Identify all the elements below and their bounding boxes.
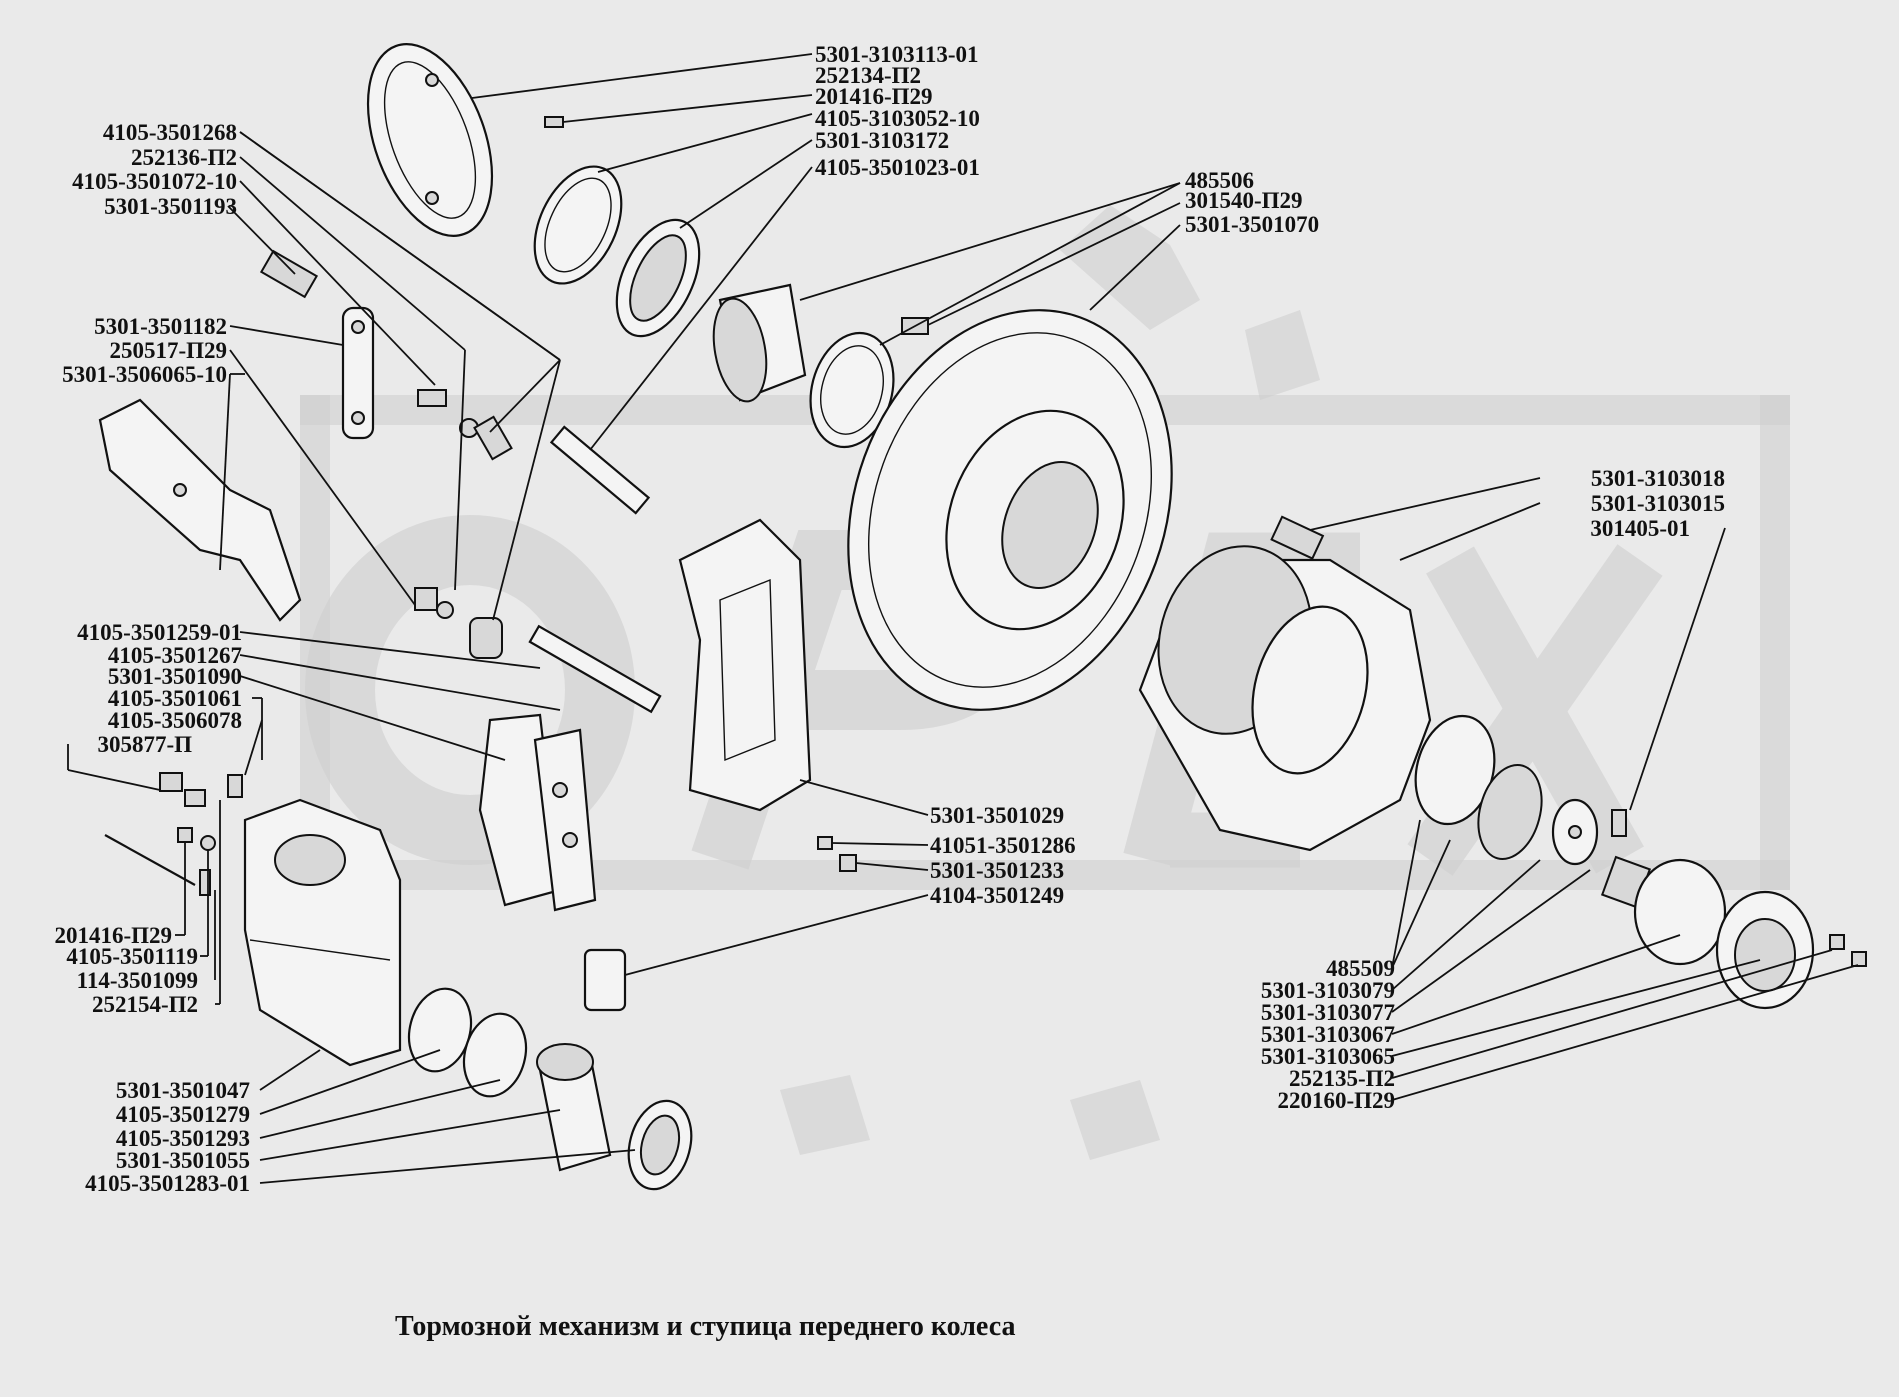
hub-bolt — [1270, 515, 1325, 560]
guide-pin — [549, 425, 651, 515]
outer-bearing — [1477, 763, 1543, 861]
small-bolt-top — [544, 116, 564, 128]
part-label: 201416-П29 — [54, 923, 172, 948]
part-label: 220160-П29 — [1277, 1088, 1395, 1113]
part-label: 4105-3501119 — [66, 944, 198, 969]
part-label: 4105-3501267 — [108, 643, 242, 668]
nut-left — [414, 587, 454, 619]
brake-pads — [478, 713, 597, 912]
wheel-hub — [1138, 545, 1432, 852]
part-label: 4105-3501072-10 — [72, 169, 237, 194]
part-label: 201416-П29 — [815, 84, 933, 109]
part-label: 4105-3501268 — [103, 120, 237, 145]
part-label: 252136-П2 — [131, 145, 237, 170]
part-label: 5301-3103065 — [1261, 1044, 1395, 1069]
part-label: 41051-3501286 — [930, 833, 1076, 858]
part-label: 5301-3103077 — [1261, 1000, 1395, 1025]
lock-plate — [341, 306, 375, 440]
seal-ring — [533, 165, 623, 285]
bearing-race — [809, 331, 895, 449]
part-label: 252154-П2 — [92, 992, 198, 1017]
part-label: 5301-3501055 — [116, 1148, 250, 1173]
sleeve — [583, 948, 627, 1012]
dust-boot-top — [473, 415, 513, 461]
dust-boot-bottom — [469, 617, 503, 659]
hub-cap — [1715, 890, 1815, 1010]
mounting-bracket — [98, 398, 302, 622]
part-label: 5301-3506065-10 — [62, 362, 227, 387]
guide-pin-long — [528, 624, 662, 714]
parts — [98, 43, 1867, 1191]
part-label: 252135-П2 — [1289, 1066, 1395, 1091]
guide-bolt-top — [259, 249, 319, 299]
diagram-caption: Тормозной механизм и ступица переднего к… — [395, 1311, 1015, 1342]
part-label: 4105-3501283-01 — [85, 1171, 250, 1196]
part-label: 5301-3103018 — [1591, 466, 1725, 491]
part-labels: 5301-3103113-01 252134-П2 201416-П29 410… — [54, 42, 1725, 1196]
rod-bolt — [104, 834, 196, 886]
part-label: 5301-3501182 — [94, 314, 227, 339]
part-label: 5301-3103079 — [1261, 978, 1395, 1003]
part-label: 4105-3103052-10 — [815, 106, 980, 131]
part-label: 4105-3501293 — [116, 1126, 250, 1151]
part-label: 252134-П2 — [815, 63, 921, 88]
part-label: 4105-3501061 — [108, 686, 242, 711]
part-label: 5301-3501029 — [930, 803, 1064, 828]
small-parts-rod — [177, 827, 216, 896]
caliper — [243, 798, 402, 1067]
inner-bearing — [712, 283, 807, 403]
lock-pin — [1611, 809, 1627, 837]
part-label: 4104-3501249 — [930, 883, 1064, 908]
rings — [407, 987, 528, 1098]
part-label: 5301-3501193 — [104, 194, 237, 219]
part-label: 301405-01 — [1590, 516, 1690, 541]
part-label: 5301-3103015 — [1591, 491, 1725, 516]
leader-lines — [67, 53, 1859, 1184]
gasket — [1633, 858, 1727, 966]
part-label: 4105-3501259-01 — [77, 620, 242, 645]
part-label: 114-3501099 — [77, 968, 198, 993]
small-bolts-left — [159, 772, 243, 807]
part-label: 5301-3501047 — [116, 1078, 250, 1103]
part-label: 485506 — [1185, 168, 1254, 193]
part-label: 4105-3501023-01 — [815, 155, 980, 180]
part-label: 5301-3103067 — [1261, 1022, 1395, 1047]
brake-disc — [847, 309, 1173, 711]
part-label: 250517-П29 — [109, 338, 227, 363]
small-bolt-left — [417, 389, 447, 407]
part-label: 4105-3501279 — [116, 1102, 250, 1127]
caliper-bracket — [678, 518, 812, 812]
part-label: 4105-3506078 — [108, 708, 242, 733]
part-label: 305877-П — [97, 732, 192, 757]
oil-seal — [615, 218, 701, 338]
washer — [1551, 798, 1599, 866]
part-label: 5301-3501090 — [108, 664, 242, 689]
dust-shield — [366, 43, 494, 237]
part-label: 5301-3501233 — [930, 858, 1064, 883]
part-label: 5301-3501070 — [1185, 212, 1319, 237]
piston — [536, 1043, 612, 1172]
part-label: 301540-П29 — [1185, 188, 1303, 213]
piston-seal — [627, 1099, 693, 1191]
part-label: 5301-3103172 — [815, 128, 949, 153]
part-label: 5301-3103113-01 — [815, 42, 979, 67]
part-label: 485509 — [1326, 956, 1395, 981]
small-nuts-right — [1829, 934, 1867, 967]
